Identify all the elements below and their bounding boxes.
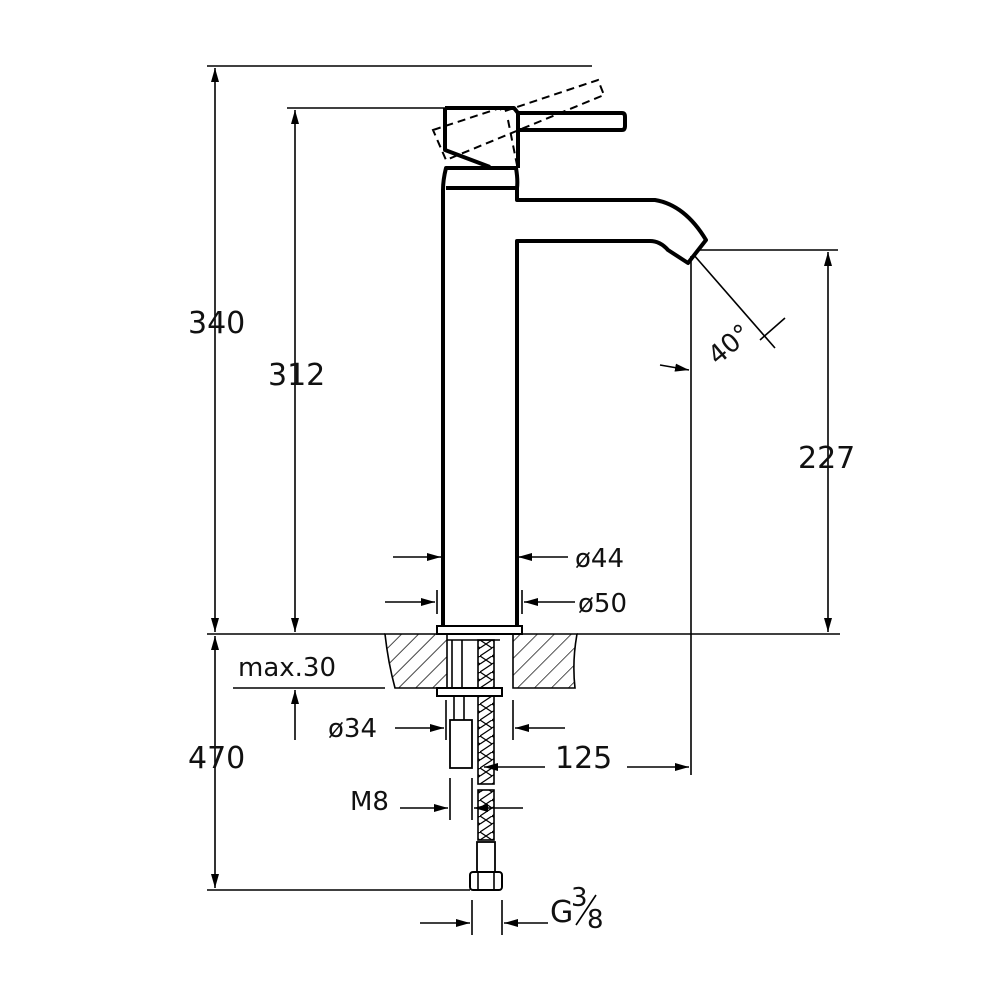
counter-top-section xyxy=(384,625,578,697)
dim-connection-thread: G 3 8 xyxy=(550,883,604,935)
dim-spout-reach: 125 xyxy=(555,741,612,776)
dim-hole-diameter: ø34 xyxy=(328,714,377,744)
faucet-body xyxy=(431,78,708,627)
dim-below-counter: 470 xyxy=(188,741,245,776)
thread-denominator: 8 xyxy=(587,905,604,935)
dimension-lines xyxy=(211,68,832,927)
dim-spout-height: 227 xyxy=(798,441,855,476)
thread-prefix: G xyxy=(550,895,573,930)
dim-total-height: 340 xyxy=(188,306,245,341)
dim-body-diameter: ø44 xyxy=(575,544,624,574)
dim-stud-thread: M8 xyxy=(350,787,389,817)
mounting-stud-and-hose xyxy=(449,639,503,891)
dim-base-diameter: ø50 xyxy=(578,589,627,619)
dim-body-height: 312 xyxy=(268,358,325,393)
dim-max-counter: max.30 xyxy=(238,653,336,683)
dim-spout-angle: 40° xyxy=(703,319,758,372)
thread-numerator: 3 xyxy=(571,883,588,913)
extension-lines xyxy=(207,65,840,935)
